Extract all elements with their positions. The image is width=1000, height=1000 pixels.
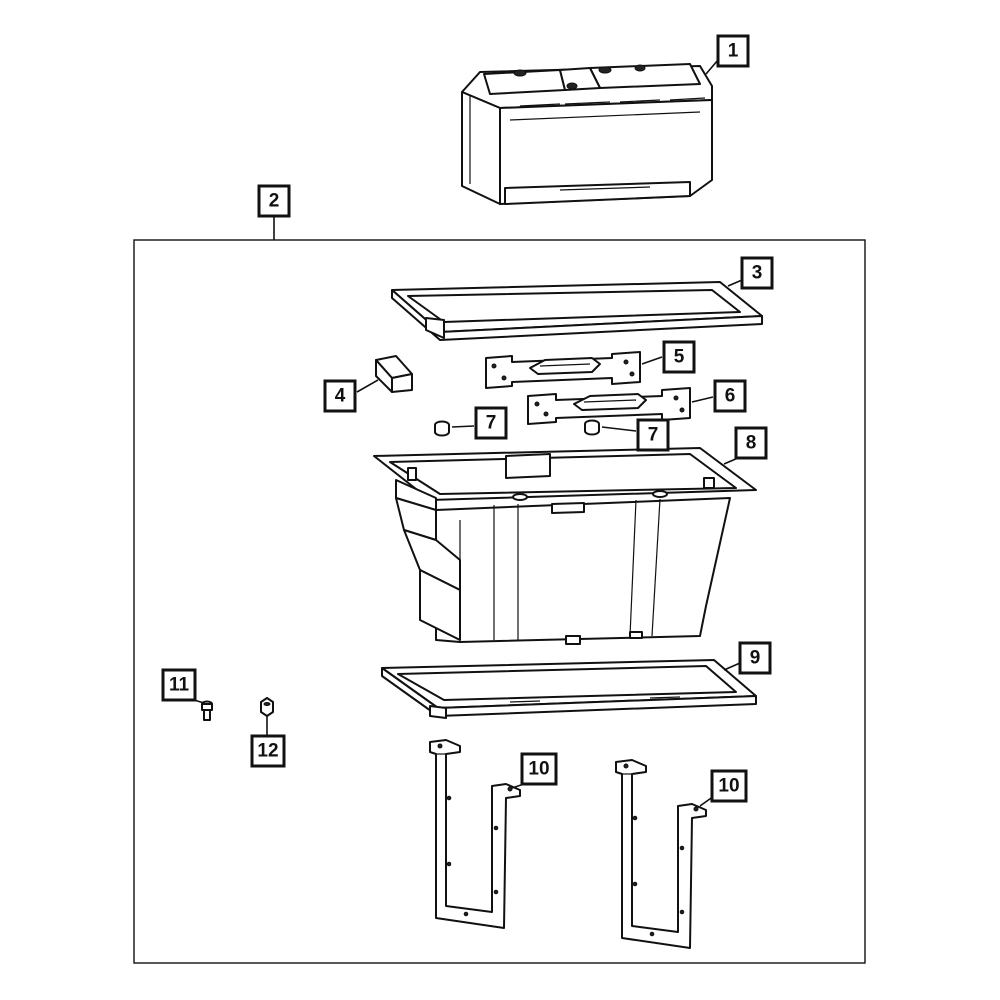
callout-3: 3 — [740, 256, 774, 290]
assembly-frame — [133, 239, 866, 964]
svg-text:5: 5 — [674, 347, 685, 368]
callout-6: 6 — [713, 379, 747, 413]
callout-7-right: 7 — [636, 418, 670, 452]
leader-line-4 — [356, 379, 379, 393]
svg-text:8: 8 — [746, 433, 757, 454]
callout-9: 9 — [738, 641, 772, 675]
callout-10-left: 10 — [520, 752, 558, 786]
spacer-block — [375, 355, 413, 393]
callout-11: 11 — [161, 668, 197, 702]
push-nut — [260, 697, 274, 717]
leader-line-3 — [727, 279, 743, 287]
svg-text:6: 6 — [725, 386, 736, 407]
svg-text:7: 7 — [486, 413, 497, 434]
leader-line-7b — [601, 426, 637, 432]
battery — [461, 63, 713, 205]
bolt — [201, 700, 213, 721]
svg-text:1: 1 — [728, 41, 739, 62]
callout-10-right: 10 — [710, 769, 748, 803]
battery-tray — [373, 447, 757, 645]
tray-base-frame — [381, 659, 757, 719]
tray-top-frame — [391, 281, 763, 341]
callout-5: 5 — [662, 340, 696, 374]
callout-2: 2 — [257, 184, 291, 218]
leader-line-7a — [451, 425, 475, 428]
callout-7-left: 7 — [474, 406, 508, 440]
svg-text:11: 11 — [169, 675, 190, 696]
callout-12: 12 — [250, 734, 286, 768]
callout-4: 4 — [323, 379, 357, 413]
nut-left — [434, 420, 450, 437]
callout-8: 8 — [734, 426, 768, 460]
hold-down-plate-upper — [485, 351, 641, 389]
support-bracket-left — [429, 739, 521, 929]
nut-right — [584, 419, 600, 436]
svg-text:4: 4 — [335, 386, 346, 407]
svg-text:3: 3 — [752, 263, 763, 284]
svg-text:10: 10 — [528, 759, 549, 780]
svg-text:7: 7 — [648, 425, 659, 446]
leader-line-5 — [641, 356, 663, 365]
svg-text:9: 9 — [750, 648, 761, 669]
hold-down-plate-lower — [527, 387, 691, 425]
leader-line-6 — [691, 396, 714, 403]
leader-line-9 — [723, 662, 741, 671]
callout-1: 1 — [716, 34, 750, 68]
svg-text:12: 12 — [257, 741, 278, 762]
svg-text:10: 10 — [718, 776, 739, 797]
leader-line-1 — [705, 59, 719, 75]
svg-text:2: 2 — [269, 191, 280, 212]
support-bracket-right — [615, 759, 707, 949]
